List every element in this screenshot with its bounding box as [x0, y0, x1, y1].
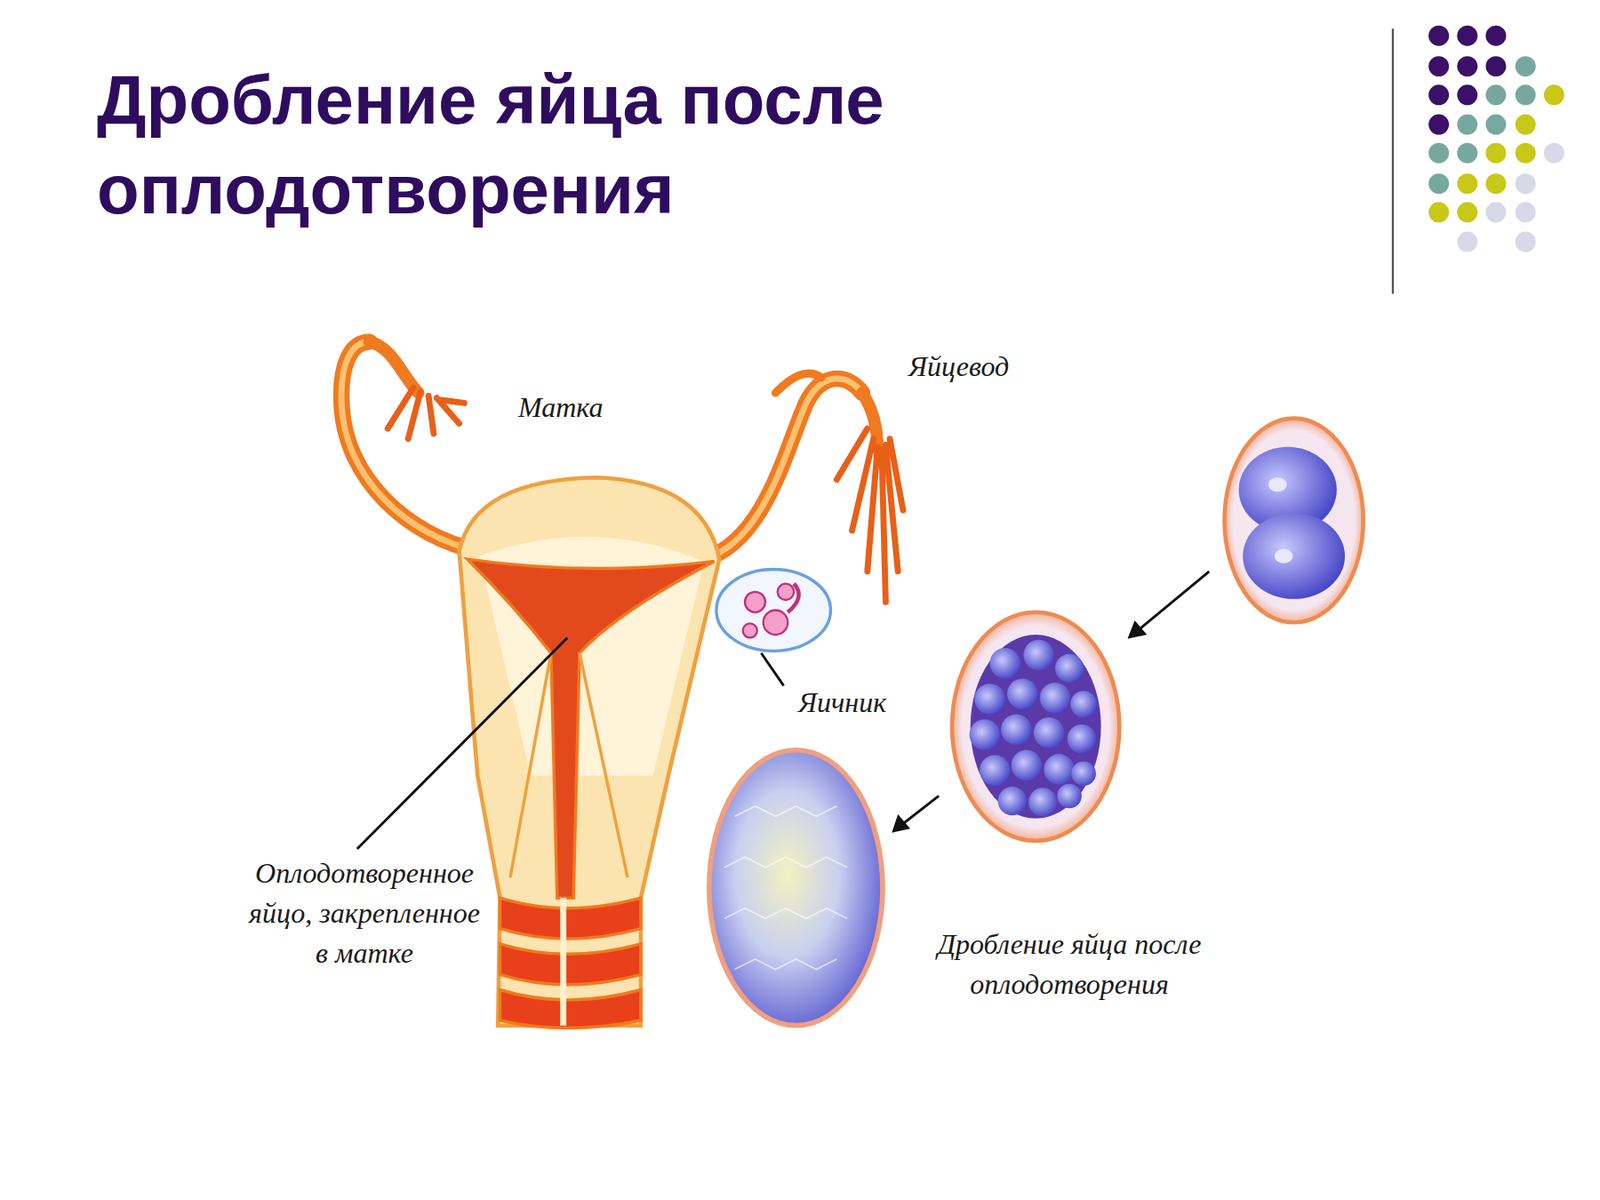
part-label: Яйцевод [908, 346, 1087, 387]
figure-caption: Дробление яйца после оплодотворения [909, 924, 1230, 1005]
dot-grid [1428, 25, 1565, 253]
slide-title: Дробление яйца после оплодотворения [96, 55, 1093, 236]
part-label: Матка [518, 387, 696, 428]
part-label: Яичник [798, 682, 976, 723]
part-label: Оплодотворенное яйцо, закрепленное в мат… [240, 853, 489, 973]
